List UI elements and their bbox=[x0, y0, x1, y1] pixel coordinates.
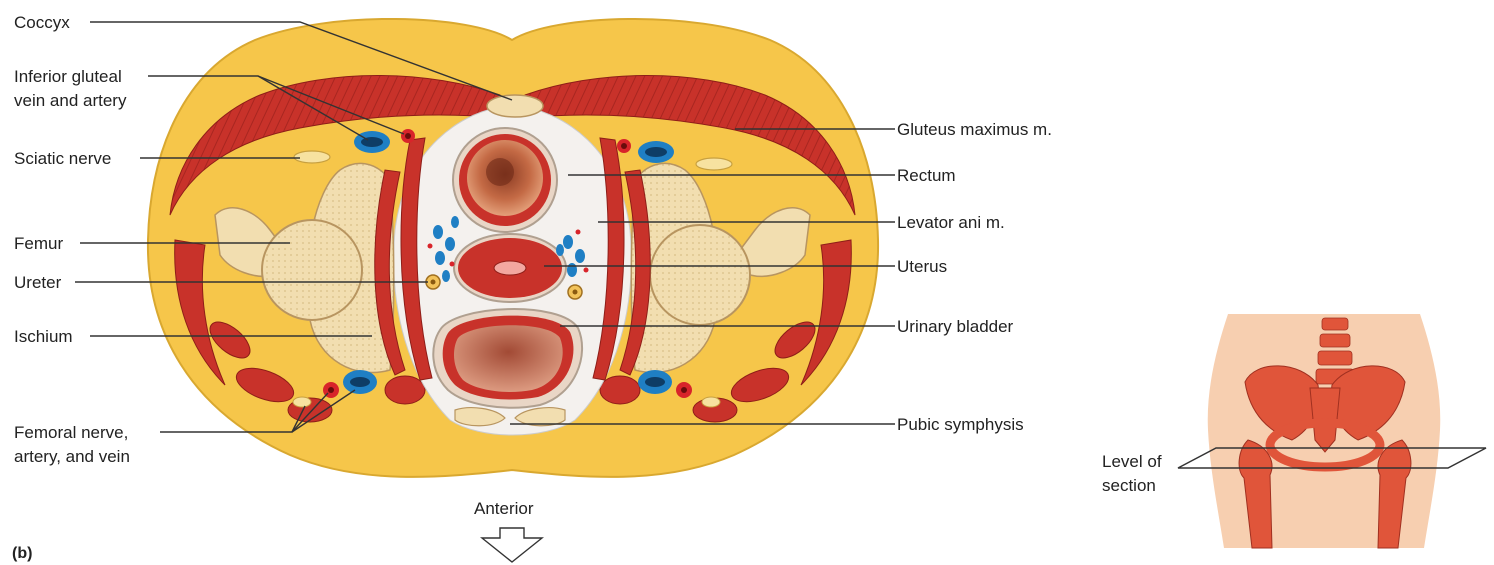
label-urinary-bladder: Urinary bladder bbox=[897, 317, 1014, 336]
label-femoral-line1: Femoral nerve, bbox=[14, 423, 128, 442]
label-anterior: Anterior bbox=[474, 499, 534, 518]
inset-label-level-line1: Level of bbox=[1102, 452, 1162, 471]
label-femoral-line2: artery, and vein bbox=[14, 447, 130, 466]
label-inferior-gluteal-line2: vein and artery bbox=[14, 91, 127, 110]
label-coccyx: Coccyx bbox=[14, 13, 70, 32]
femur-head-right bbox=[650, 225, 750, 325]
label-uterus: Uterus bbox=[897, 257, 947, 276]
label-femur: Femur bbox=[14, 234, 63, 253]
pelvis-inset: Level of section bbox=[1102, 314, 1486, 548]
coccyx bbox=[487, 95, 543, 117]
femur-head-left bbox=[262, 220, 362, 320]
label-ischium: Ischium bbox=[14, 327, 73, 346]
label-sciatic-nerve: Sciatic nerve bbox=[14, 149, 111, 168]
label-rectum: Rectum bbox=[897, 166, 956, 185]
sciatic-nerve-right bbox=[696, 158, 732, 170]
label-inferior-gluteal-line1: Inferior gluteal bbox=[14, 67, 122, 86]
inset-label-level-line2: section bbox=[1102, 476, 1156, 495]
anterior-arrow-icon bbox=[482, 528, 542, 562]
pelvis-cross-section bbox=[148, 19, 878, 477]
label-levator-ani: Levator ani m. bbox=[897, 213, 1005, 232]
sciatic-nerve-left bbox=[294, 151, 330, 163]
label-pubic-symphysis: Pubic symphysis bbox=[897, 415, 1024, 434]
panel-label: (b) bbox=[12, 545, 32, 562]
label-gluteus-maximus: Gluteus maximus m. bbox=[897, 120, 1052, 139]
label-ureter: Ureter bbox=[14, 273, 62, 292]
